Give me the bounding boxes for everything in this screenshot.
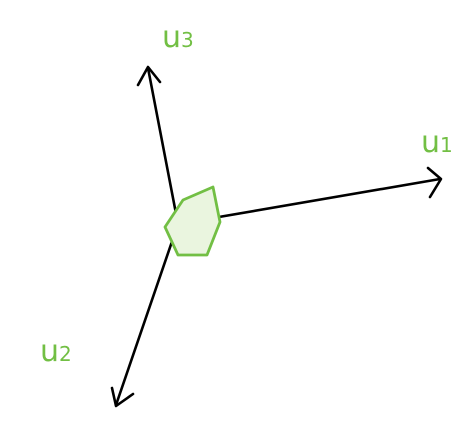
label-u3-sub: 3: [181, 28, 194, 52]
label-u2-sub: 2: [59, 342, 72, 366]
axis-u2-arrowhead: [110, 386, 135, 408]
label-u1-main: u: [421, 125, 440, 160]
label-u2: u2: [40, 334, 72, 369]
label-u3: u3: [162, 20, 194, 55]
axis-u2: [110, 222, 180, 408]
label-u3-main: u: [162, 20, 181, 55]
axis-u1: [176, 166, 443, 226]
axis-u3-arrowhead: [136, 65, 162, 87]
axis-u3: [136, 65, 180, 226]
label-u1-sub: 1: [440, 133, 453, 157]
axis-u2-line: [114, 222, 180, 407]
label-u2-main: u: [40, 334, 59, 369]
label-u1: u1: [421, 125, 453, 160]
hexagon-shape: [163, 185, 222, 257]
axis-u3-line: [146, 66, 180, 226]
axis-u1-line: [176, 177, 442, 226]
axis-u1-arrowhead: [426, 166, 443, 199]
